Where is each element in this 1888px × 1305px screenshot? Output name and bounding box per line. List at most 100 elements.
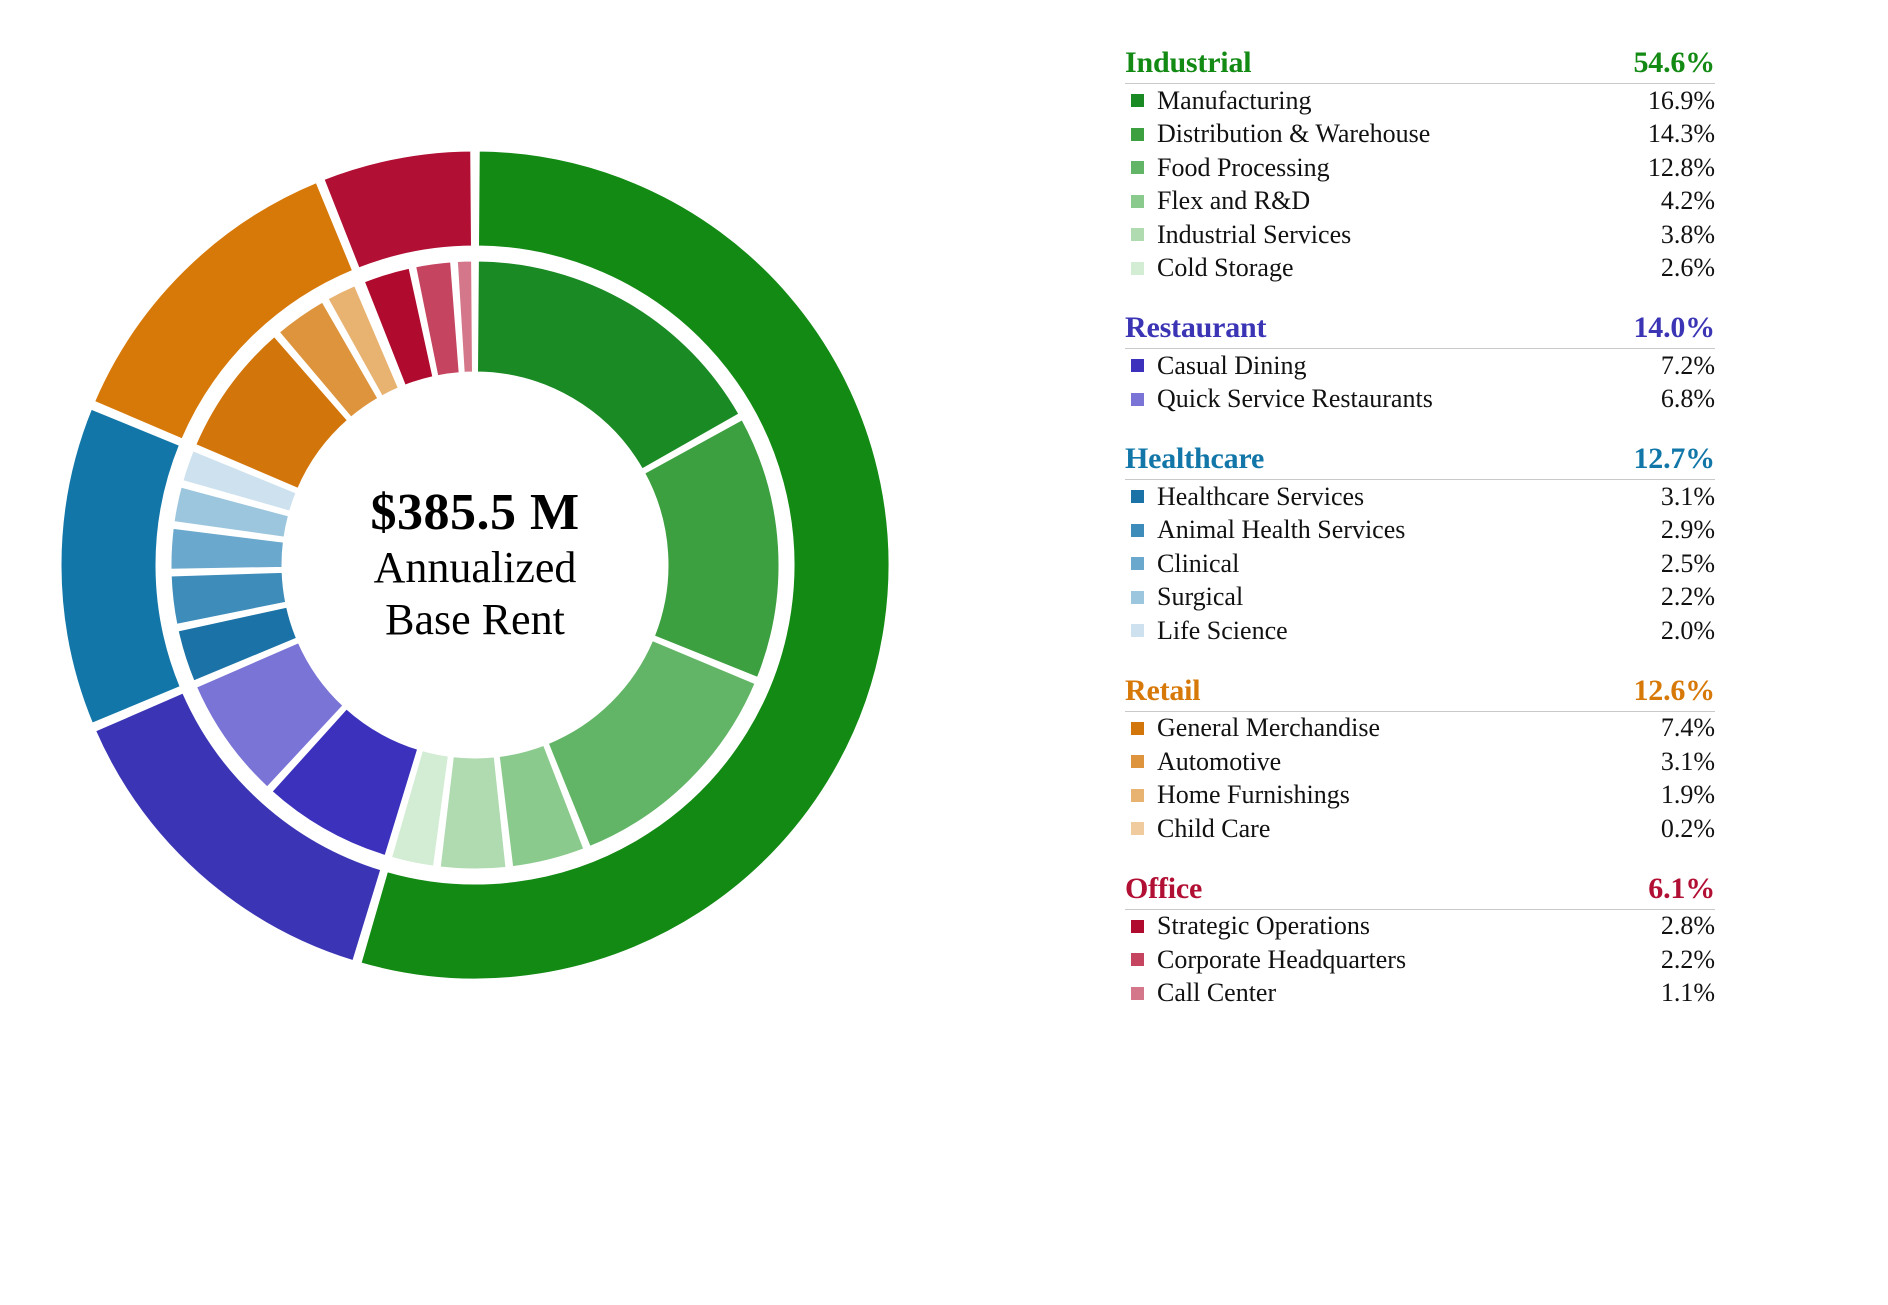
legend-item-percent: 3.8% [1660, 219, 1715, 249]
legend-item: Call Center 1.1% [1125, 977, 1715, 1011]
legend-swatch-icon [1131, 392, 1144, 406]
legend-item-label: Surgical [1157, 582, 1244, 612]
legend-item-label: Industrial Services [1157, 219, 1352, 249]
legend-item: Cold Storage 2.6% [1125, 252, 1715, 286]
legend-swatch-icon [1131, 161, 1144, 175]
legend-swatch-icon [1131, 788, 1144, 802]
legend-swatch-icon [1131, 127, 1144, 141]
legend-group-percent: 14.0% [1633, 311, 1715, 344]
legend-swatch-icon [1131, 755, 1144, 769]
legend-swatch-icon [1131, 261, 1144, 275]
legend-swatch-icon [1131, 822, 1144, 836]
legend-item-percent: 2.8% [1660, 911, 1715, 941]
outer-arc-restaurant [92, 689, 384, 964]
legend-swatch-icon [1131, 986, 1144, 1000]
legend-item: Clinical 2.5% [1125, 547, 1715, 581]
inner-arc-manufacturing [474, 258, 743, 473]
legend-swatch-icon [1131, 490, 1144, 504]
legend-item-percent: 16.9% [1647, 85, 1715, 115]
legend-item: Corporate Headquarters 2.2% [1125, 943, 1715, 977]
legend-item-label: Casual Dining [1157, 350, 1307, 380]
legend-group-percent: 54.6% [1633, 46, 1715, 79]
legend-item-percent: 1.1% [1660, 978, 1715, 1008]
legend-swatch-icon [1131, 359, 1144, 373]
outer-arc-retail [91, 179, 356, 443]
inner-arc-flex-and-r-d [496, 742, 587, 870]
inner-arc-strategic-operations [361, 265, 436, 389]
inner-arc-animal-health-services [168, 569, 289, 628]
legend-group-percent: 12.7% [1633, 442, 1715, 475]
legend-item-label: Manufacturing [1157, 85, 1312, 115]
legend-item-label: Automotive [1157, 746, 1282, 776]
legend-item-percent: 2.5% [1660, 548, 1715, 578]
inner-arc-quick-service-restaurants [193, 639, 347, 791]
inner-arc-healthcare-services [175, 604, 300, 685]
inner-arc-industrial-services [437, 754, 509, 872]
inner-arc-cold-storage [388, 747, 452, 869]
legend-item-label: Cold Storage [1157, 253, 1294, 283]
legend-group-name: Healthcare [1125, 442, 1265, 475]
legend-item-percent: 3.1% [1660, 481, 1715, 511]
legend-item: Strategic Operations 2.8% [1125, 910, 1715, 944]
legend-item-label: Food Processing [1157, 152, 1330, 182]
legend-item-percent: 2.2% [1660, 944, 1715, 974]
legend-item: Flex and R&D 4.2% [1125, 185, 1715, 219]
legend-item-percent: 0.2% [1660, 813, 1715, 843]
donut-chart-svg [60, 150, 890, 980]
legend-group-header: Healthcare 12.7% [1125, 442, 1715, 480]
legend-item-percent: 2.6% [1660, 253, 1715, 283]
legend-item-label: Corporate Headquarters [1157, 944, 1407, 974]
inner-arc-casual-dining [268, 705, 421, 859]
inner-arc-food-processing [545, 637, 759, 850]
legend-item-percent: 12.8% [1647, 152, 1715, 182]
legend-item-label: Clinical [1157, 548, 1240, 578]
outer-ring-category-arcs [60, 150, 890, 980]
inner-arc-clinical [168, 525, 287, 572]
inner-arc-automotive [275, 298, 382, 421]
legend-swatch-icon [1131, 94, 1144, 108]
legend-item-percent: 7.4% [1660, 713, 1715, 743]
inner-ring-subcategory-arcs [168, 258, 782, 872]
legend-item-label: General Merchandise [1157, 713, 1381, 743]
legend-swatch-icon [1131, 590, 1144, 604]
inner-arc-call-center [454, 258, 476, 375]
legend-group-name: Industrial [1125, 46, 1252, 79]
inner-arc-distribution-warehouse [641, 416, 782, 681]
legend-item-percent: 4.2% [1660, 186, 1715, 216]
inner-arc-general-merchandise [192, 333, 351, 492]
legend-item-label: Distribution & Warehouse [1157, 119, 1431, 149]
legend-item-label: Flex and R&D [1157, 186, 1311, 216]
legend-item-label: Healthcare Services [1157, 481, 1365, 511]
legend-item: Casual Dining 7.2% [1125, 349, 1715, 383]
legend-item-label: Child Care [1157, 813, 1271, 843]
legend-swatch-icon [1131, 194, 1144, 208]
inner-arc-corporate-headquarters [412, 259, 462, 379]
legend-item: Healthcare Services 3.1% [1125, 480, 1715, 514]
legend-item-percent: 7.2% [1660, 350, 1715, 380]
legend-swatch-icon [1131, 557, 1144, 571]
legend-item-percent: 2.0% [1660, 615, 1715, 645]
legend-group-percent: 6.1% [1648, 871, 1715, 905]
legend-item-percent: 2.9% [1660, 515, 1715, 545]
legend-item-percent: 1.9% [1660, 780, 1715, 810]
outer-arc-industrial [357, 150, 890, 980]
legend-item: Industrial Services 3.8% [1125, 218, 1715, 252]
legend-item-label: Call Center [1157, 978, 1277, 1008]
legend-group-header: Industrial 54.6% [1125, 46, 1715, 84]
legend-item-percent: 3.1% [1660, 746, 1715, 776]
legend-swatch-icon [1131, 953, 1144, 967]
legend-item: Food Processing 12.8% [1125, 151, 1715, 185]
legend-item-label: Strategic Operations [1157, 911, 1370, 941]
